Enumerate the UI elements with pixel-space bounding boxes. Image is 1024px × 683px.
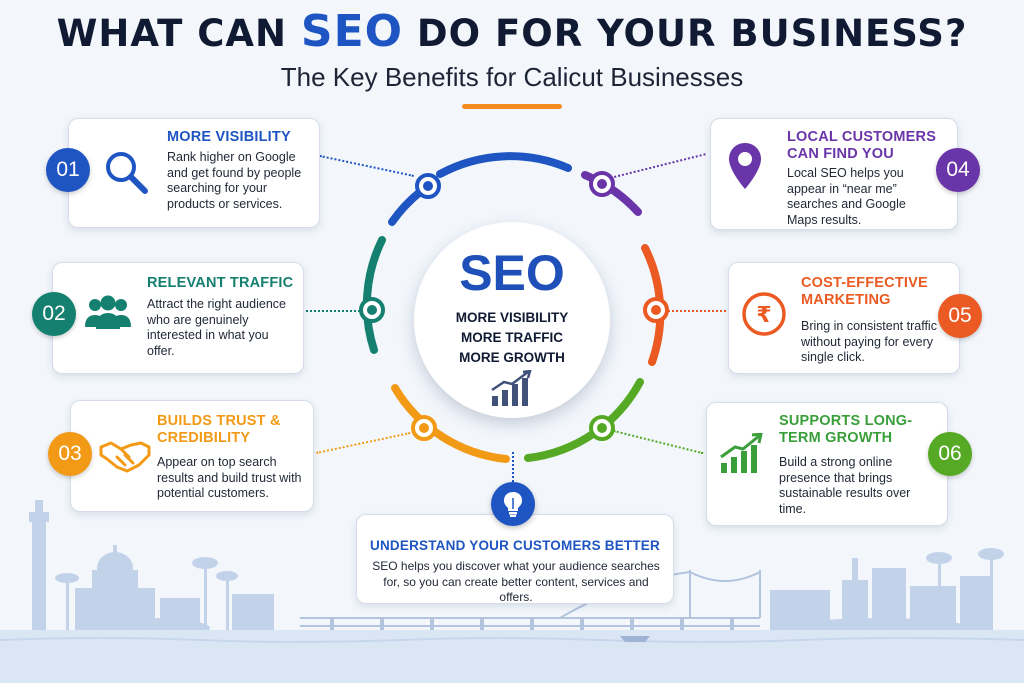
benefit-desc-03: Appear on top search results and build t… — [157, 455, 302, 500]
benefit-desc-06: Build a strong online presence that brin… — [779, 455, 911, 516]
center-line-1: MORE VISIBILITY — [455, 310, 569, 325]
bottom-benefit-card: UNDERSTAND YOUR CUSTOMERS BETTER SEO hel… — [356, 514, 674, 604]
connector-02 — [306, 310, 360, 312]
lightbulb-icon — [504, 492, 522, 517]
city-skyline-illustration — [0, 500, 1024, 683]
connector-bottom — [512, 452, 514, 482]
benefit-desc-02: Attract the right audience who are genui… — [147, 297, 286, 358]
center-seo-circle: SEO MORE VISIBILITY MORE TRAFFIC MORE GR… — [414, 222, 610, 418]
benefit-number-01: 01 — [46, 148, 90, 192]
bottom-benefit-desc: SEO helps you discover what your audienc… — [372, 559, 660, 604]
benefit-title-06: SUPPORTS LONG-TERM GROWTH — [779, 413, 913, 446]
benefit-card-06: SUPPORTS LONG-TERM GROWTH Build a strong… — [706, 402, 948, 526]
benefit-title-01: MORE VISIBILITY — [167, 129, 291, 145]
benefit-card-01: MORE VISIBILITY Rank higher on Google an… — [68, 118, 320, 228]
lightbulb-badge — [491, 482, 535, 526]
connector-05 — [668, 310, 726, 312]
benefit-number-02: 02 — [32, 292, 76, 336]
magnifier-icon — [106, 152, 148, 194]
center-line-2: MORE TRAFFIC — [461, 330, 563, 345]
benefit-number-03: 03 — [48, 432, 92, 476]
benefit-title-02: RELEVANT TRAFFIC — [147, 275, 294, 291]
benefit-title-03: BUILDS TRUST & CREDIBILITY — [157, 413, 281, 446]
svg-text:₹: ₹ — [756, 303, 771, 328]
people-icon — [85, 295, 131, 329]
center-seo-label: SEO — [459, 245, 565, 301]
growth-bars-icon — [491, 370, 532, 406]
page-title: WHAT CAN SEO DO FOR YOUR BUSINESS? — [56, 6, 968, 57]
title-underline — [462, 104, 562, 109]
benefit-number-06: 06 — [928, 432, 972, 476]
benefit-card-04: LOCAL CUSTOMERS CAN FIND YOU Local SEO h… — [710, 118, 958, 230]
growth-chart-icon — [720, 433, 763, 473]
benefit-desc-04: Local SEO helps you appear in “near me” … — [787, 166, 906, 227]
benefit-card-02: RELEVANT TRAFFIC Attract the right audie… — [52, 262, 304, 374]
map-pin-icon — [729, 143, 761, 189]
handshake-icon — [99, 441, 151, 473]
benefit-card-05: ₹ COST-EFFECTIVE MARKETING Bring in cons… — [728, 262, 960, 374]
benefit-number-05: 05 — [938, 294, 982, 338]
benefit-card-03: BUILDS TRUST & CREDIBILITY Appear on top… — [70, 400, 314, 512]
center-line-3: MORE GROWTH — [459, 350, 565, 365]
benefit-title-04: LOCAL CUSTOMERS CAN FIND YOU — [787, 129, 937, 162]
benefit-desc-05: Bring in consistent traffic without payi… — [801, 319, 937, 364]
title-highlight: SEO — [300, 6, 404, 57]
benefit-title-05: COST-EFFECTIVE MARKETING — [801, 275, 928, 308]
page-subtitle: The Key Benefits for Calicut Businesses — [280, 62, 744, 92]
rupee-icon: ₹ — [742, 292, 786, 336]
benefit-number-04: 04 — [936, 148, 980, 192]
bottom-benefit-title: UNDERSTAND YOUR CUSTOMERS BETTER — [370, 538, 660, 553]
benefit-desc-01: Rank higher on Google and get found by p… — [167, 150, 302, 211]
